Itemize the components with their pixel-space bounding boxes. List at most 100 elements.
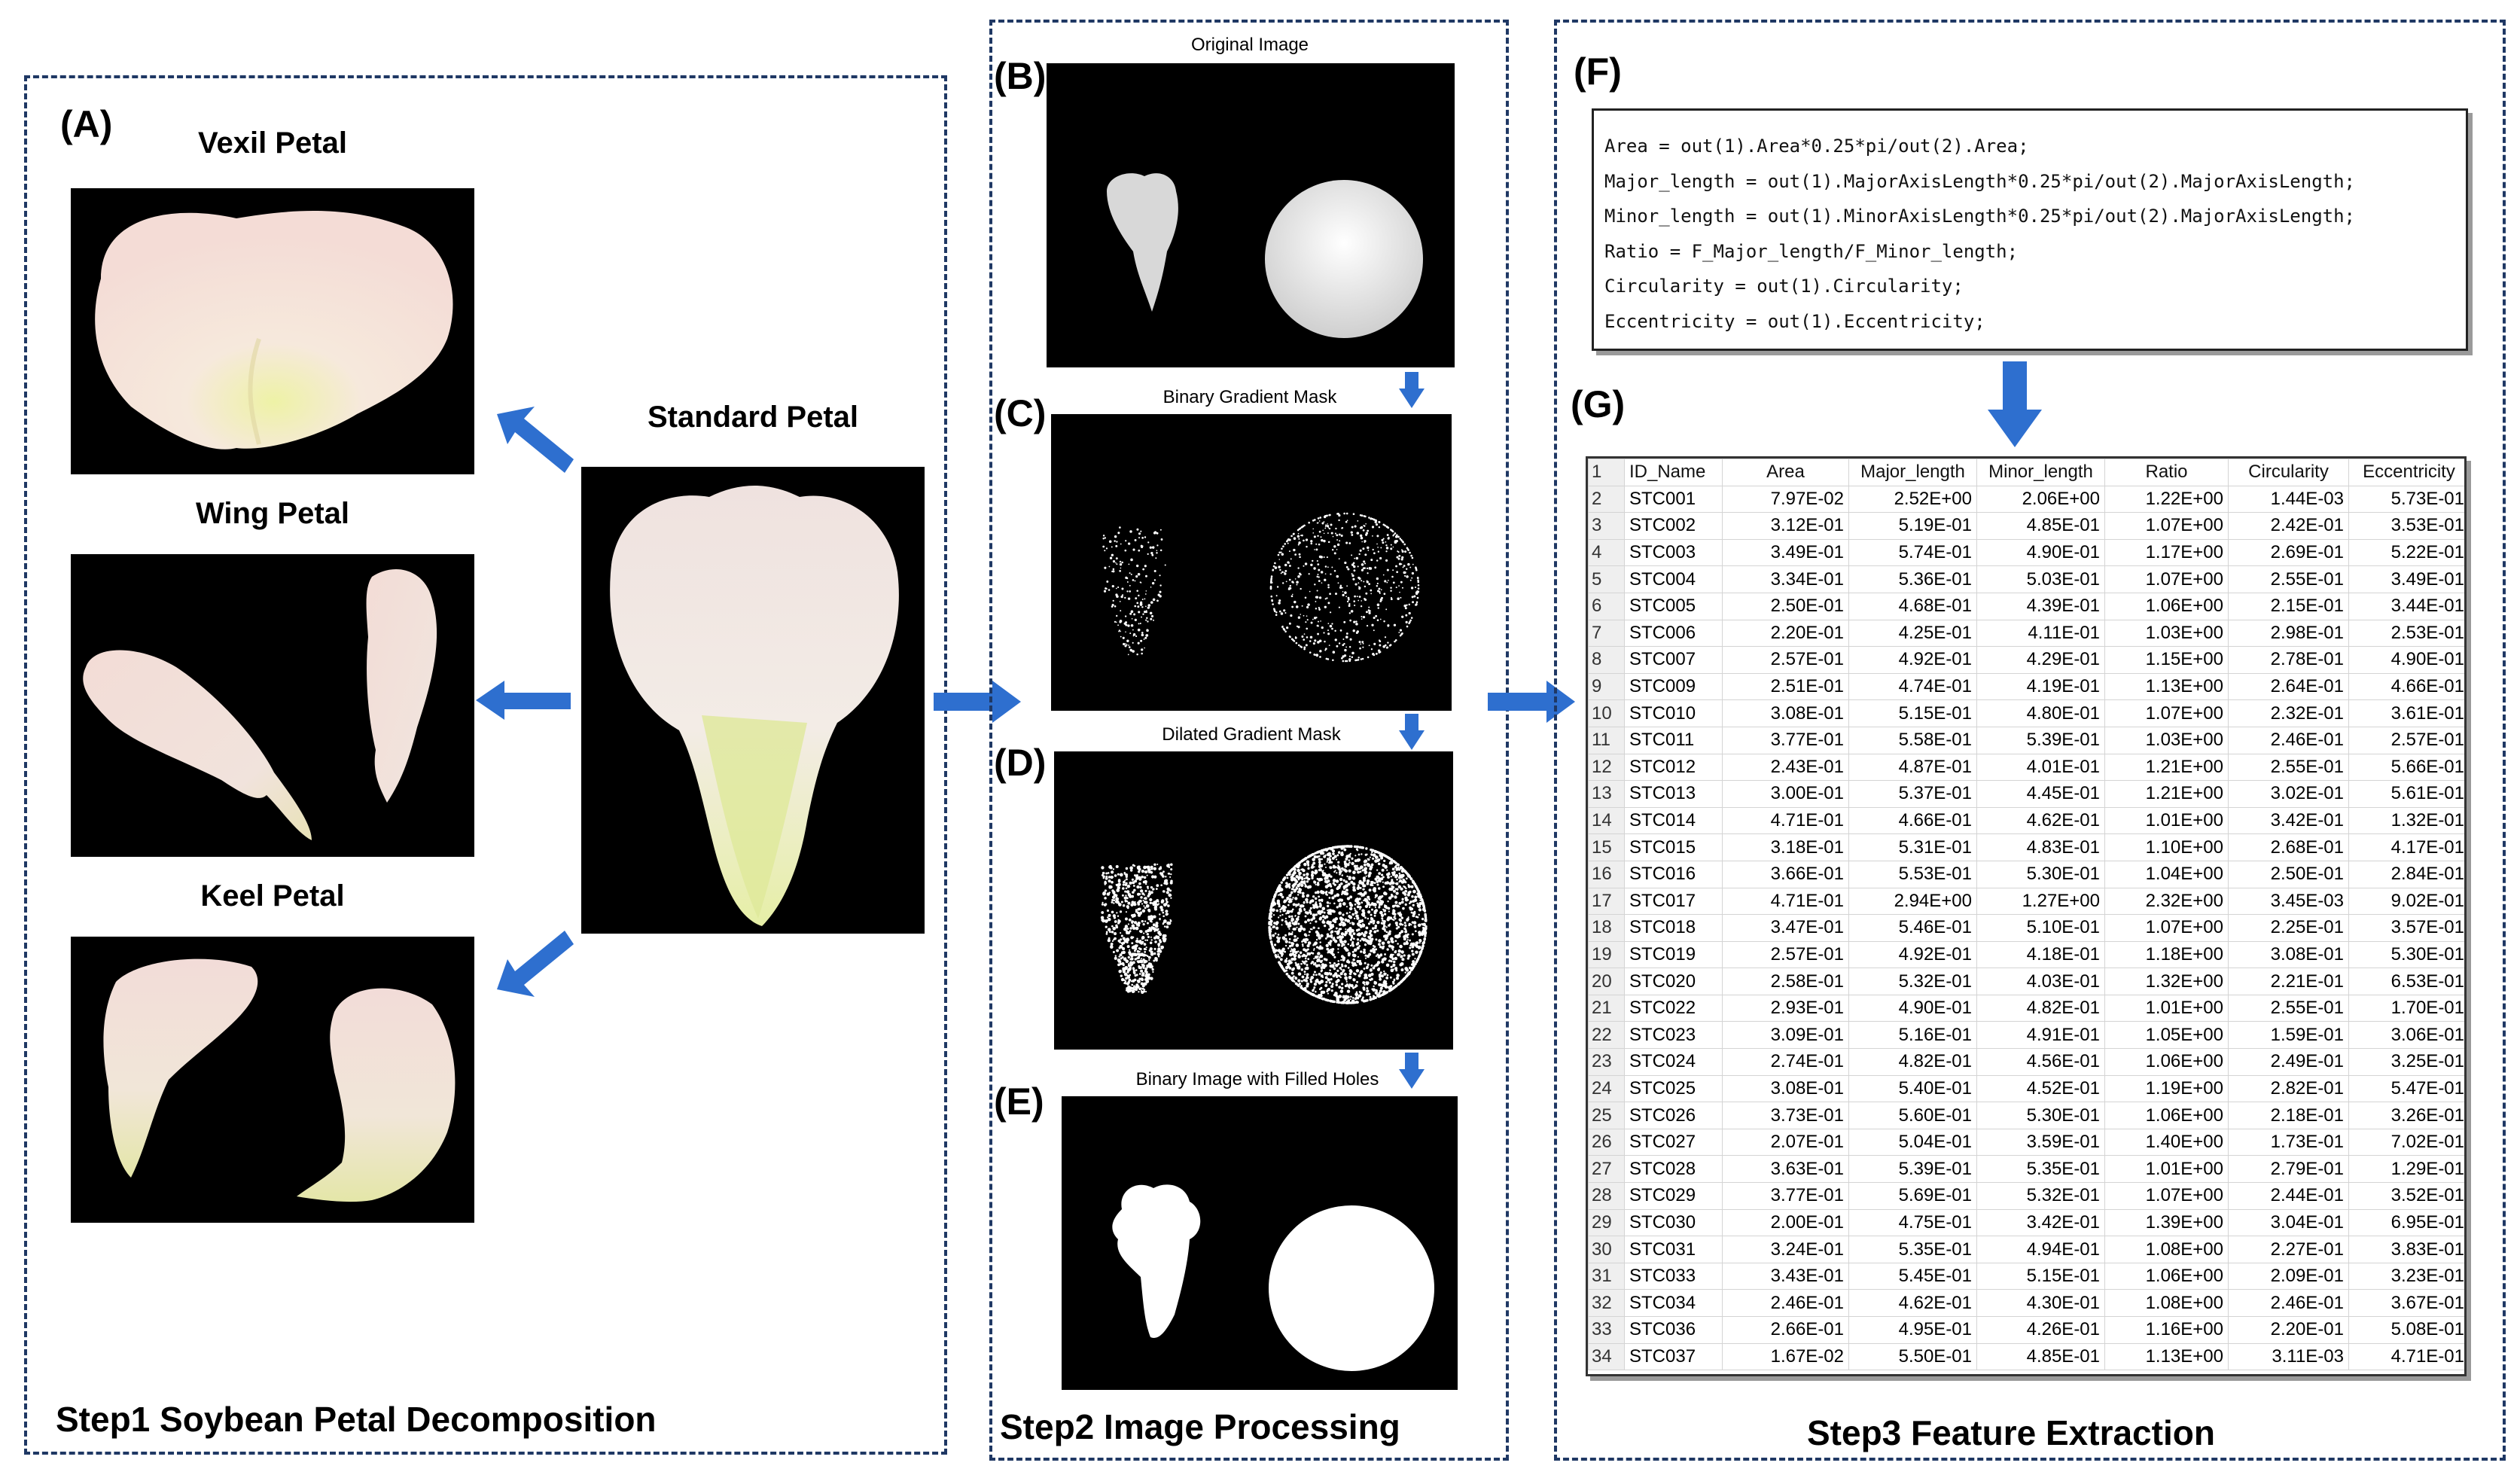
table-cell: 2.66E-01: [1722, 1316, 1849, 1344]
table-cell: 7.97E-02: [1722, 485, 1849, 513]
arrow-step1-to-step2: [934, 681, 1021, 723]
table-cell: 1.03E+00: [2104, 726, 2229, 754]
panel-label-d: (D): [994, 742, 1047, 784]
row-number: 8: [1588, 646, 1625, 674]
table-cell: 3.02E-01: [2228, 780, 2349, 808]
table-cell: 2.46E-01: [2228, 726, 2349, 754]
table-cell: 4.52E-01: [1976, 1074, 2105, 1103]
row-number: 21: [1588, 994, 1625, 1022]
table-cell: 3.44E-01: [2348, 592, 2464, 620]
arrow-f-to-g: [1988, 361, 2042, 447]
column-header-area: Area: [1722, 459, 1849, 486]
table-cell: 2.46E-01: [1722, 1289, 1849, 1317]
row-number: 17: [1588, 887, 1625, 916]
table-cell: 4.83E-01: [1976, 833, 2105, 861]
table-cell: 5.74E-01: [1848, 538, 1977, 567]
caption-dilated-gradient-mask: Dilated Gradient Mask: [1162, 724, 1341, 745]
keel-petal-image: [71, 937, 474, 1223]
table-cell: 1.67E-02: [1722, 1342, 1849, 1371]
table-cell: 1.07E+00: [2104, 565, 2229, 593]
table-cell: 1.06E+00: [2104, 1048, 2229, 1076]
table-cell: 4.11E-01: [1976, 619, 2105, 648]
table-cell: 1.13E+00: [2104, 1342, 2229, 1371]
table-cell: 2.32E+00: [2104, 887, 2229, 916]
row-number: 23: [1588, 1048, 1625, 1076]
table-cell: 2.06E+00: [1976, 485, 2105, 513]
table-cell: 1.70E-01: [2348, 994, 2464, 1022]
table-cell: 2.57E-01: [1722, 940, 1849, 969]
column-header-circularity: Circularity: [2228, 459, 2349, 486]
table-cell: 2.94E+00: [1848, 887, 1977, 916]
dilated-gradient-mask-image: [1054, 751, 1453, 1050]
table-cell: 5.15E-01: [1848, 699, 1977, 727]
table-cell: 3.42E-01: [1976, 1208, 2105, 1237]
table-cell: 1.27E+00: [1976, 887, 2105, 916]
table-cell: 5.22E-01: [2348, 538, 2464, 567]
table-cell: 3.73E-01: [1722, 1102, 1849, 1129]
table-cell: 5.36E-01: [1848, 565, 1977, 593]
table-cell: 3.67E-01: [2348, 1289, 2464, 1317]
column-header-major-length: Major_length: [1848, 459, 1977, 486]
table-cell: 5.30E-01: [2348, 940, 2464, 969]
row-number: 30: [1588, 1236, 1625, 1263]
table-cell: STC006: [1624, 619, 1723, 648]
table-cell: 5.53E-01: [1848, 860, 1977, 888]
table-cell: STC017: [1624, 887, 1723, 916]
row-number: 9: [1588, 672, 1625, 701]
table-cell: 5.66E-01: [2348, 753, 2464, 782]
table-cell: STC004: [1624, 565, 1723, 593]
table-cell: STC036: [1624, 1316, 1723, 1344]
table-cell: 5.19E-01: [1848, 512, 1977, 540]
table-cell: 1.13E+00: [2104, 672, 2229, 701]
table-cell: 2.57E-01: [2348, 726, 2464, 754]
table-cell: 1.01E+00: [2104, 1155, 2229, 1184]
code-line-area: Area = out(1).Area*0.25*pi/out(2).Area;: [1604, 136, 2029, 157]
table-cell: 6.95E-01: [2348, 1208, 2464, 1237]
table-cell: 4.71E-01: [2348, 1342, 2464, 1371]
table-cell: 3.34E-01: [1722, 565, 1849, 593]
step1-title: Step1 Soybean Petal Decomposition: [56, 1400, 657, 1439]
table-cell: 2.93E-01: [1722, 994, 1849, 1022]
table-cell: 4.91E-01: [1976, 1021, 2105, 1050]
step1-panel: [24, 75, 947, 1455]
table-cell: 3.06E-01: [2348, 1021, 2464, 1050]
table-cell: STC024: [1624, 1048, 1723, 1076]
table-cell: 3.45E-03: [2228, 887, 2349, 916]
column-header-ratio: Ratio: [2104, 459, 2229, 486]
table-cell: 1.06E+00: [2104, 592, 2229, 620]
vexil-petal-title: Vexil Petal: [198, 126, 347, 160]
table-cell: STC029: [1624, 1182, 1723, 1210]
table-cell: 3.47E-01: [1722, 914, 1849, 942]
table-cell: 1.07E+00: [2104, 512, 2229, 540]
table-cell: 5.04E-01: [1848, 1128, 1977, 1156]
table-header-row: 1 ID_Name Area Major_length Minor_length…: [1588, 459, 2464, 486]
row-number: 22: [1588, 1021, 1625, 1050]
table-cell: 5.47E-01: [2348, 1074, 2464, 1103]
panel-label-b: (B): [994, 55, 1047, 97]
table-cell: 2.27E-01: [2228, 1236, 2349, 1263]
table-cell: 4.71E-01: [1722, 887, 1849, 916]
table-cell: STC011: [1624, 726, 1723, 754]
binary-image-filled-holes: [1062, 1096, 1458, 1390]
table-cell: STC015: [1624, 833, 1723, 861]
code-line-circularity: Circularity = out(1).Circularity;: [1604, 276, 1964, 297]
table-cell: 2.53E-01: [2348, 619, 2464, 648]
table-cell: 3.04E-01: [2228, 1208, 2349, 1237]
vexil-petal-image: [71, 188, 474, 474]
code-line-ratio: Ratio = F_Major_length/F_Minor_length;: [1604, 240, 2019, 262]
table-cell: 1.03E+00: [2104, 619, 2229, 648]
arrow-c-to-d: [1399, 714, 1425, 750]
table-cell: STC012: [1624, 753, 1723, 782]
table-cell: 3.26E-01: [2348, 1102, 2464, 1129]
table-cell: 4.62E-01: [1848, 1289, 1977, 1317]
table-cell: 1.44E-03: [2228, 485, 2349, 513]
